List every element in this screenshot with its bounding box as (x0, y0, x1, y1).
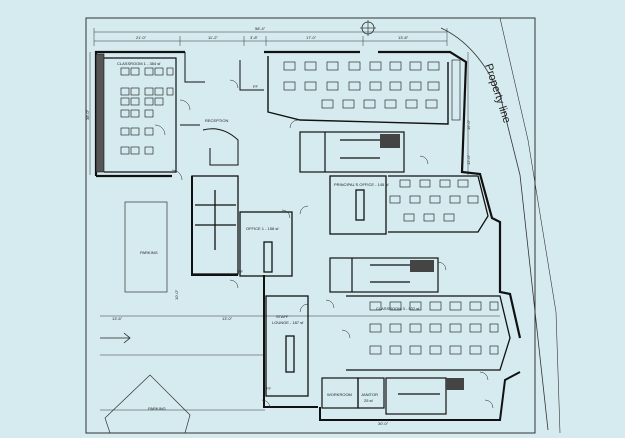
dim-left-side: 38'-0" (85, 109, 90, 120)
office-1-room (239, 211, 293, 277)
core-stair-2 (329, 257, 439, 293)
staff-lounge-label-b: LOUNGE - 187 sf (272, 320, 304, 325)
exterior-walls (94, 50, 522, 421)
core-stair-3-hatch (446, 378, 464, 390)
office-1-label: OFFICE 1 - 158 sf (246, 226, 279, 231)
classroom-3-desks (369, 301, 499, 355)
ff-marker: FF (238, 269, 243, 274)
parking-label-bottom: PARKING (148, 406, 166, 411)
dim-top-seg3: 3'-8" (250, 35, 259, 40)
dim-bottom: 30'-0" (378, 421, 389, 426)
ff-marker: FF (253, 84, 258, 89)
north-marker (360, 20, 376, 36)
dim-mid-a: 13'-6" (112, 316, 123, 321)
core-stair-1-hatch (380, 134, 400, 148)
staff-lounge-label-a: STAFF (276, 314, 289, 319)
left-stair (191, 175, 239, 275)
door-swings (154, 79, 494, 409)
entry-arrow-icon (100, 332, 131, 344)
dim-overall-top: 58'-4" (255, 26, 266, 31)
staff-lounge-room (265, 295, 309, 397)
core-stair-3 (385, 377, 447, 415)
parking-area-bottom (104, 374, 191, 434)
property-line (440, 27, 549, 431)
classroom-1-label: CLASSROOM 1 - 384 sf (117, 61, 161, 66)
dim-top-seg2: 11'-2" (208, 35, 218, 40)
workroom-label: WORKROOM (327, 392, 352, 397)
classroom-mid-right-room (388, 175, 489, 233)
dim-mid-b: 13'-0" (222, 316, 233, 321)
classroom-mid-right-desks (389, 179, 479, 222)
classroom-2-room (267, 56, 449, 125)
principal-office-room (329, 175, 387, 235)
dim-left-mid: 10'-0" (174, 289, 179, 300)
dim-right-side-2: 12'-0" (466, 154, 471, 165)
janitor-room (357, 377, 385, 409)
classroom-1-room (104, 57, 177, 173)
sheet-border (85, 17, 536, 434)
janitor-label-b: 25 sf (364, 398, 374, 403)
reception-area (180, 52, 264, 166)
dim-top-seg4: 17'-0" (306, 35, 317, 40)
site-edge (499, 17, 561, 434)
classroom-2-hatch (451, 59, 461, 121)
core-stair-2-hatch (410, 260, 434, 272)
classroom-1-desks (120, 67, 174, 155)
dim-right-side-1: 16'-0" (466, 119, 471, 130)
core-stair-1 (299, 131, 405, 173)
classroom-3-label: CLASSROOM 3 - 537 sf (376, 306, 420, 311)
parking-label-top: PARKING (140, 250, 158, 255)
ff-marker: FF (266, 386, 271, 391)
reception-label: RECEPTION (205, 118, 228, 123)
dim-top-seg1: 21'-0" (136, 35, 147, 40)
classroom-3-room (346, 295, 511, 371)
parking-area-top (124, 201, 168, 293)
janitor-label-a: JANITOR (361, 392, 378, 397)
principal-office-label: PRINCIPAL'S OFFICE - 145 sf (334, 182, 389, 187)
dim-top-seg5: 13'-8" (398, 35, 409, 40)
classroom-2-desks (283, 61, 440, 109)
property-line-label: Property line (482, 62, 512, 124)
classroom-1-wall-hatch (95, 53, 105, 173)
